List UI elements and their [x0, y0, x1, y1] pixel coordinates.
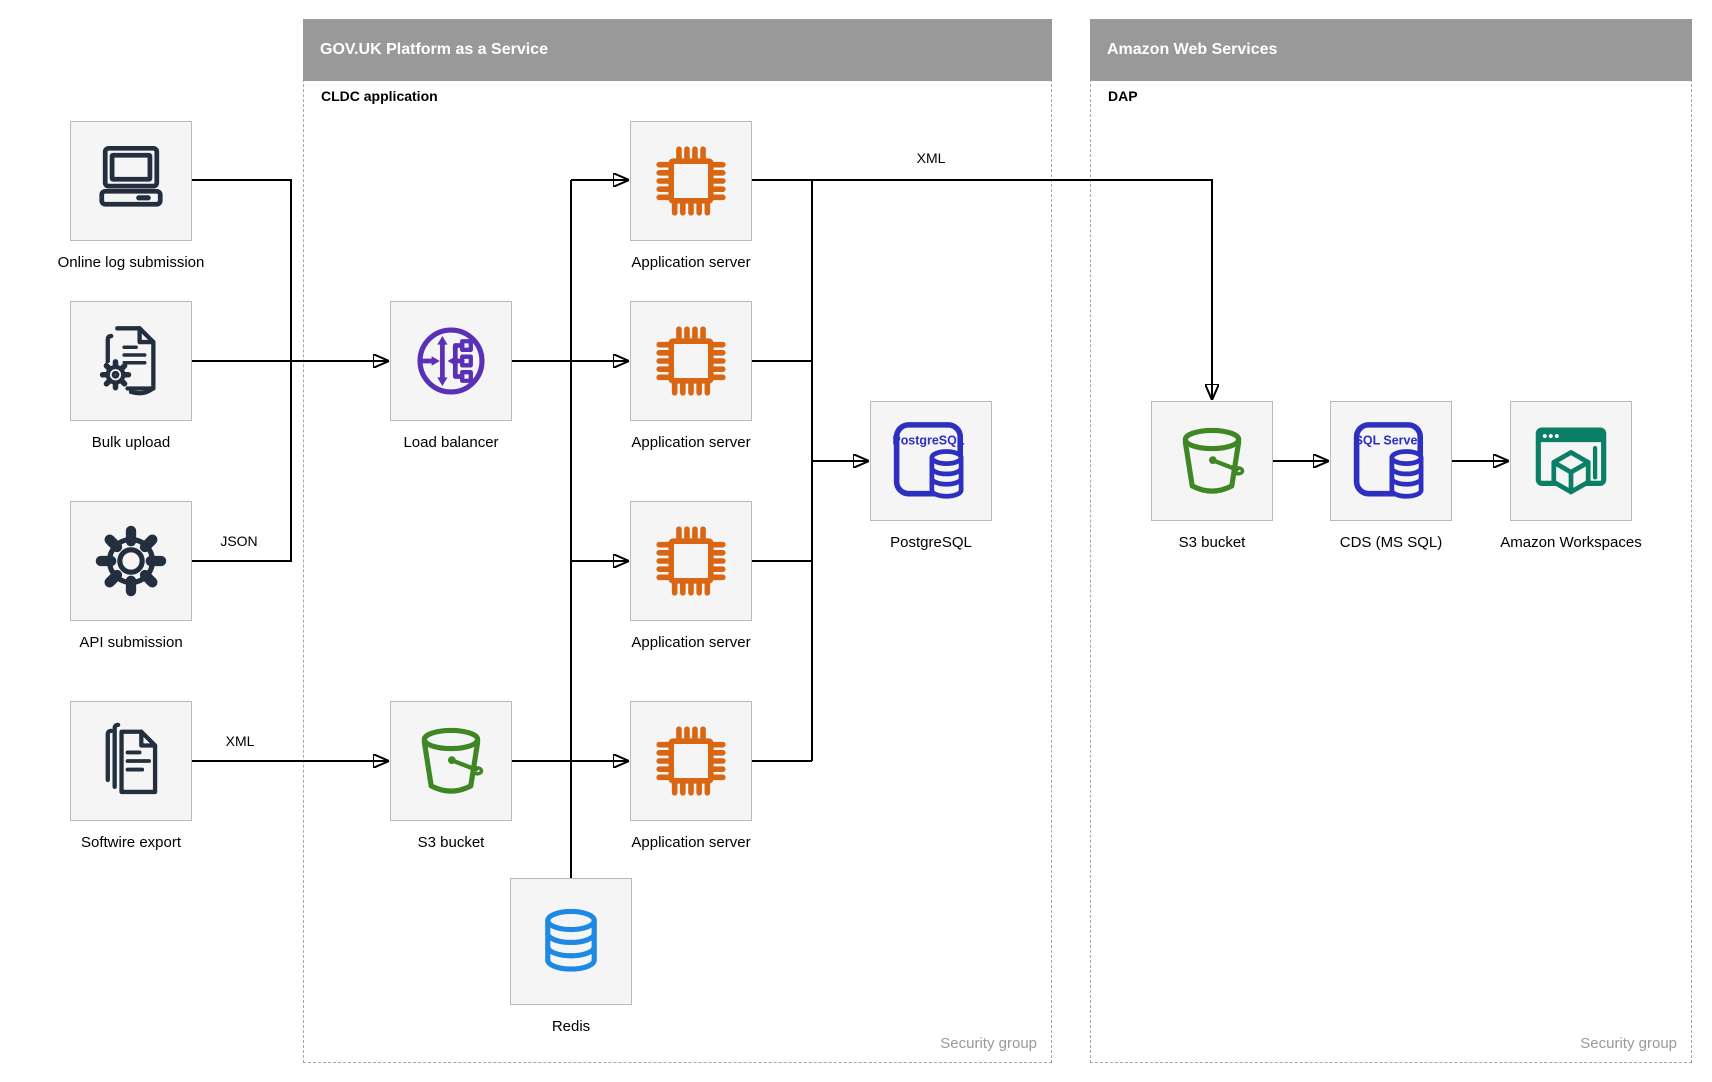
sql-server-icon-text: SQL Server: [1355, 434, 1423, 448]
postgresql-icon: PostgreSQL: [892, 418, 965, 504]
document-gear-icon: [88, 318, 174, 404]
paas-container: GOV.UK Platform as a Service CLDC applic…: [303, 19, 1052, 1063]
edge-label-xml-softwire: XML: [222, 733, 258, 749]
chip-icon: [648, 518, 734, 604]
node-label-s3-bucket-aws: S3 bucket: [1178, 534, 1246, 551]
node-label-s3-bucket-paas: S3 bucket: [417, 834, 485, 851]
node-postgresql: PostgreSQL: [870, 401, 992, 521]
paas-security-group-label: Security group: [940, 1035, 1037, 1052]
node-label-bulk-upload: Bulk upload: [91, 434, 171, 451]
computer-icon: [88, 138, 174, 224]
node-load-balancer: [390, 301, 512, 421]
node-label-online-log-submission: Online log submission: [57, 254, 205, 271]
node-amazon-workspaces: [1510, 401, 1632, 521]
load-balancer-icon: [408, 318, 494, 404]
chip-icon: [648, 718, 734, 804]
aws-security-group-label: Security group: [1580, 1035, 1677, 1052]
node-label-api-submission: API submission: [79, 634, 183, 651]
workspaces-icon: [1528, 418, 1614, 504]
node-label-application-server-1: Application server: [631, 254, 751, 271]
paas-sublabel: CLDC application: [321, 88, 438, 104]
aws-container: Amazon Web Services DAP Security group: [1090, 19, 1692, 1063]
aws-header: Amazon Web Services: [1090, 19, 1692, 81]
node-label-amazon-workspaces: Amazon Workspaces: [1500, 534, 1642, 551]
postgresql-icon-text: PostgreSQL: [892, 434, 964, 448]
node-label-load-balancer: Load balancer: [403, 434, 499, 451]
node-label-application-server-4: Application server: [631, 834, 751, 851]
stacked-documents-icon: [88, 718, 174, 804]
node-bulk-upload: [70, 301, 192, 421]
node-label-softwire-export: Softwire export: [80, 834, 182, 851]
node-application-server-1: [630, 121, 752, 241]
s3-bucket-icon: [1169, 418, 1255, 504]
paas-header: GOV.UK Platform as a Service: [303, 19, 1052, 81]
node-label-postgresql: PostgreSQL: [890, 534, 972, 551]
node-s3-bucket-paas: [390, 701, 512, 821]
node-softwire-export: [70, 701, 192, 821]
node-label-application-server-2: Application server: [631, 434, 751, 451]
node-application-server-2: [630, 301, 752, 421]
edge-sources-merge: [192, 179, 292, 562]
redis-database-icon: [528, 899, 614, 985]
node-application-server-4: [630, 701, 752, 821]
node-api-submission: [70, 501, 192, 621]
edge-label-xml-aws: XML: [913, 150, 949, 166]
node-application-server-3: [630, 501, 752, 621]
chip-icon: [648, 318, 734, 404]
node-s3-bucket-aws: [1151, 401, 1273, 521]
gear-icon: [88, 518, 174, 604]
edge-label-json: JSON: [217, 533, 261, 549]
node-label-redis: Redis: [551, 1018, 591, 1035]
aws-sublabel: DAP: [1108, 88, 1138, 104]
s3-bucket-icon: [408, 718, 494, 804]
node-label-application-server-3: Application server: [631, 634, 751, 651]
chip-icon: [648, 138, 734, 224]
node-redis: [510, 878, 632, 1005]
sql-server-icon: SQL Server: [1348, 418, 1434, 504]
node-cds-ms-sql: SQL Server: [1330, 401, 1452, 521]
node-online-log-submission: [70, 121, 192, 241]
node-label-cds-ms-sql: CDS (MS SQL): [1339, 534, 1443, 551]
